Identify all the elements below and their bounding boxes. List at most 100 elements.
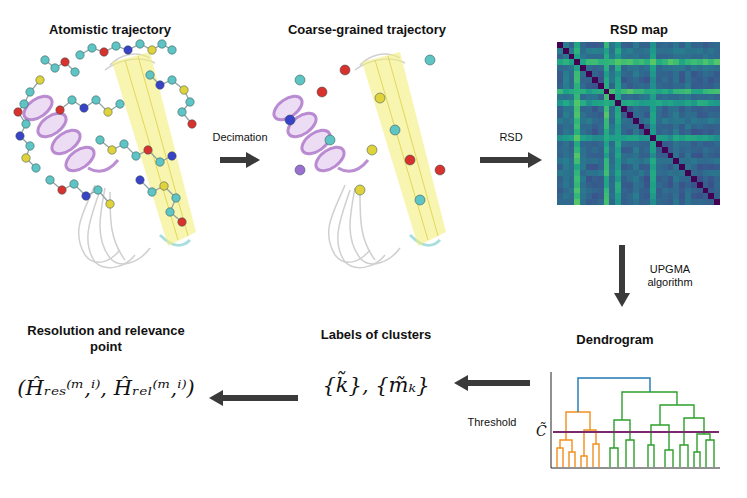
heat-cell bbox=[615, 170, 621, 176]
heat-cell bbox=[662, 141, 668, 147]
heat-cell bbox=[604, 54, 610, 60]
heat-cell bbox=[679, 42, 685, 48]
heat-cell bbox=[708, 153, 714, 159]
heat-cell bbox=[685, 141, 691, 147]
heat-cell bbox=[621, 89, 627, 95]
heat-cell bbox=[639, 170, 645, 176]
heat-cell bbox=[714, 89, 720, 95]
heat-cell bbox=[703, 170, 709, 176]
green-cluster bbox=[610, 392, 714, 467]
heat-cell bbox=[691, 147, 697, 153]
heat-cell bbox=[580, 176, 586, 182]
heat-cell bbox=[697, 77, 703, 83]
heat-cell bbox=[703, 65, 709, 71]
heat-cell bbox=[598, 182, 604, 188]
heat-cell bbox=[650, 77, 656, 83]
heat-cell bbox=[563, 83, 569, 89]
heat-cell bbox=[586, 176, 592, 182]
heat-cell bbox=[708, 77, 714, 83]
heat-cell bbox=[639, 106, 645, 112]
heat-cell bbox=[609, 59, 615, 65]
atom-ball bbox=[148, 188, 156, 196]
heat-cell bbox=[621, 42, 627, 48]
heat-cell bbox=[639, 89, 645, 95]
heat-cell bbox=[697, 199, 703, 205]
heat-cell bbox=[615, 71, 621, 77]
heat-cell bbox=[662, 112, 668, 118]
heat-cell bbox=[563, 153, 569, 159]
heat-cell bbox=[656, 54, 662, 60]
heat-cell bbox=[656, 153, 662, 159]
heat-cell bbox=[569, 100, 575, 106]
heat-cell bbox=[685, 65, 691, 71]
heat-cell bbox=[557, 48, 563, 54]
heat-cell bbox=[650, 153, 656, 159]
stage-panel: Coarse-grained trajectory bbox=[262, 22, 472, 275]
heat-cell bbox=[685, 158, 691, 164]
heat-cell bbox=[609, 141, 615, 147]
atom-ball bbox=[120, 140, 128, 148]
heat-cell bbox=[592, 54, 598, 60]
heat-cell bbox=[703, 100, 709, 106]
heat-cell bbox=[691, 100, 697, 106]
heat-cell bbox=[609, 71, 615, 77]
heat-cell bbox=[662, 176, 668, 182]
heat-cell bbox=[639, 135, 645, 141]
heat-cell bbox=[604, 170, 610, 176]
heat-cell bbox=[673, 141, 679, 147]
heat-cell bbox=[662, 129, 668, 135]
heat-cell bbox=[668, 153, 674, 159]
heat-cell bbox=[685, 71, 691, 77]
heat-cell bbox=[604, 153, 610, 159]
heat-cell bbox=[621, 54, 627, 60]
heat-cell bbox=[604, 199, 610, 205]
heat-cell bbox=[673, 129, 679, 135]
heat-cell bbox=[563, 129, 569, 135]
heat-cell bbox=[604, 193, 610, 199]
heat-cell bbox=[592, 100, 598, 106]
heat-cell bbox=[569, 71, 575, 77]
heat-cell bbox=[703, 124, 709, 130]
heat-cell bbox=[679, 118, 685, 124]
heat-cell bbox=[644, 71, 650, 77]
heat-cell bbox=[639, 129, 645, 135]
heat-cell bbox=[633, 71, 639, 77]
atom-ball bbox=[188, 120, 196, 128]
flow-arrow bbox=[468, 380, 530, 386]
coarse-protein bbox=[270, 52, 446, 268]
heat-cell bbox=[650, 170, 656, 176]
heat-cell bbox=[656, 147, 662, 153]
heat-cell bbox=[569, 141, 575, 147]
heat-cell bbox=[679, 135, 685, 141]
heat-cell bbox=[685, 153, 691, 159]
heat-cell bbox=[598, 129, 604, 135]
heat-cell bbox=[644, 135, 650, 141]
heat-cell bbox=[656, 42, 662, 48]
atom-ball bbox=[68, 96, 76, 104]
heat-cell bbox=[633, 100, 639, 106]
heat-cell bbox=[604, 94, 610, 100]
heat-cell bbox=[598, 83, 604, 89]
heat-cell bbox=[644, 158, 650, 164]
heat-cell bbox=[668, 59, 674, 65]
atom-ball bbox=[82, 192, 90, 200]
heat-cell bbox=[586, 100, 592, 106]
heat-cell bbox=[569, 89, 575, 95]
heat-cell bbox=[615, 188, 621, 194]
heat-cell bbox=[569, 106, 575, 112]
heat-cell bbox=[650, 129, 656, 135]
heat-cell bbox=[644, 153, 650, 159]
dendro-link bbox=[610, 448, 618, 467]
heat-cell bbox=[708, 164, 714, 170]
heat-cell bbox=[691, 158, 697, 164]
heat-cell bbox=[621, 170, 627, 176]
heat-cell bbox=[714, 176, 720, 182]
atom-bond bbox=[18, 80, 40, 168]
heat-cell bbox=[691, 129, 697, 135]
heat-cell bbox=[627, 164, 633, 170]
heat-cell bbox=[604, 188, 610, 194]
heat-cell bbox=[656, 118, 662, 124]
heat-cell bbox=[569, 59, 575, 65]
heat-cell bbox=[714, 129, 720, 135]
heat-cell bbox=[691, 164, 697, 170]
